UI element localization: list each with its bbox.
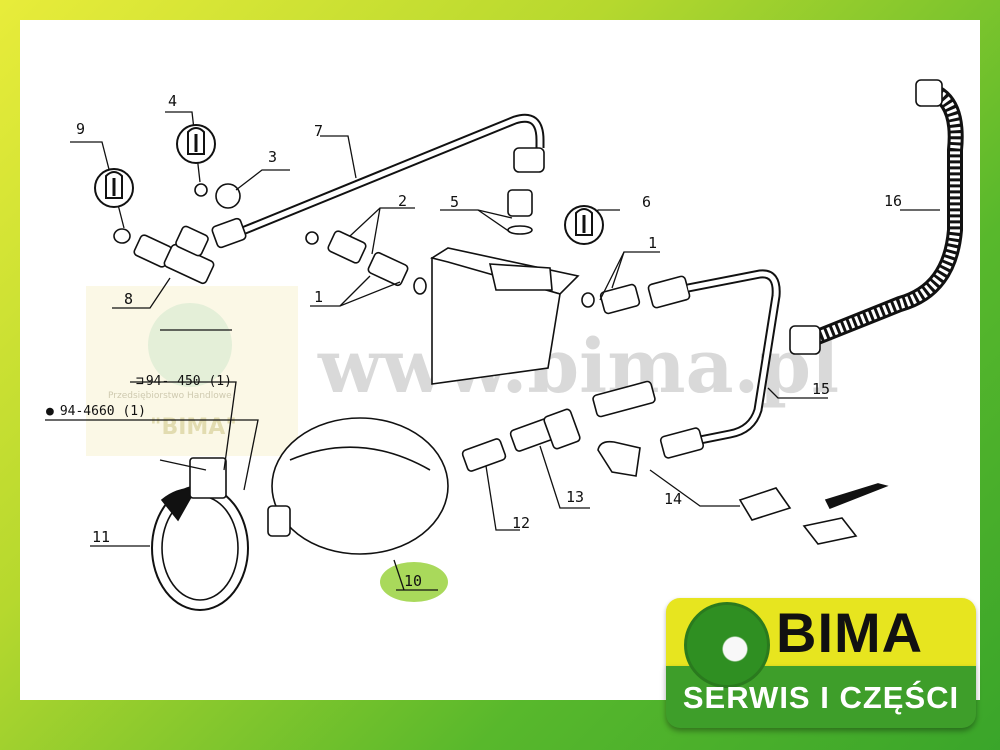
- stamp-line2: "BIMA": [150, 415, 237, 440]
- callout-11: 11: [92, 528, 110, 546]
- grease-icon: [94, 168, 134, 208]
- callout-5: 5: [450, 193, 459, 211]
- callout-2: 2: [398, 192, 407, 210]
- logo-brand: BIMA: [776, 601, 924, 664]
- callout-10: 10: [404, 572, 422, 590]
- leader-10: [393, 559, 438, 591]
- highlight-callout-10: [380, 562, 448, 602]
- callout-16: 16: [884, 192, 902, 210]
- grease-icon: [564, 205, 604, 245]
- logo-subtitle: SERWIS I CZĘŚCI: [682, 680, 960, 715]
- callout-15: 15: [812, 380, 830, 398]
- stamp-logo: [148, 303, 232, 387]
- bima-logo: BIMA SERWIS I CZĘŚCI: [666, 598, 976, 734]
- grease-icon: [176, 124, 216, 164]
- callout-3: 3: [268, 148, 277, 166]
- callout-14: 14: [664, 490, 682, 508]
- ref-94-4660: ●94-4660 (1): [46, 404, 146, 419]
- callout-4: 4: [168, 92, 177, 110]
- callout-1-right: 1: [648, 234, 657, 252]
- ref-94-450: ⊐94- 450 (1): [136, 374, 232, 389]
- callout-13: 13: [566, 488, 584, 506]
- callout-7: 7: [314, 122, 323, 140]
- drawing-lines: [113, 79, 964, 611]
- callout-1-left: 1: [314, 288, 323, 306]
- callout-12: 12: [512, 514, 530, 532]
- callout-9: 9: [76, 120, 85, 138]
- callout-8: 8: [124, 290, 133, 308]
- stamp-line1: Przedsiębiorstwo Handlowe: [108, 391, 232, 401]
- logo-ball-icon: [684, 602, 770, 688]
- watermark-text: www.bima.pl: [317, 324, 839, 410]
- callout-6: 6: [642, 193, 651, 211]
- leader-lines: [45, 111, 940, 547]
